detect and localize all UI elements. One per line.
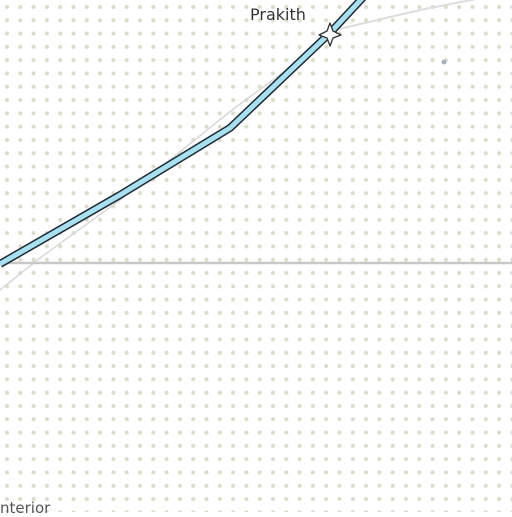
place-label-cutoff[interactable]: nterior — [0, 499, 51, 517]
main-route[interactable] — [0, 0, 370, 267]
star-icon[interactable] — [318, 22, 342, 47]
place-label[interactable]: Prakith — [250, 5, 306, 24]
poi-dot[interactable] — [441, 59, 447, 65]
minor-road-northeast[interactable] — [334, 0, 512, 31]
minor-road-diagonal[interactable] — [0, 59, 301, 291]
